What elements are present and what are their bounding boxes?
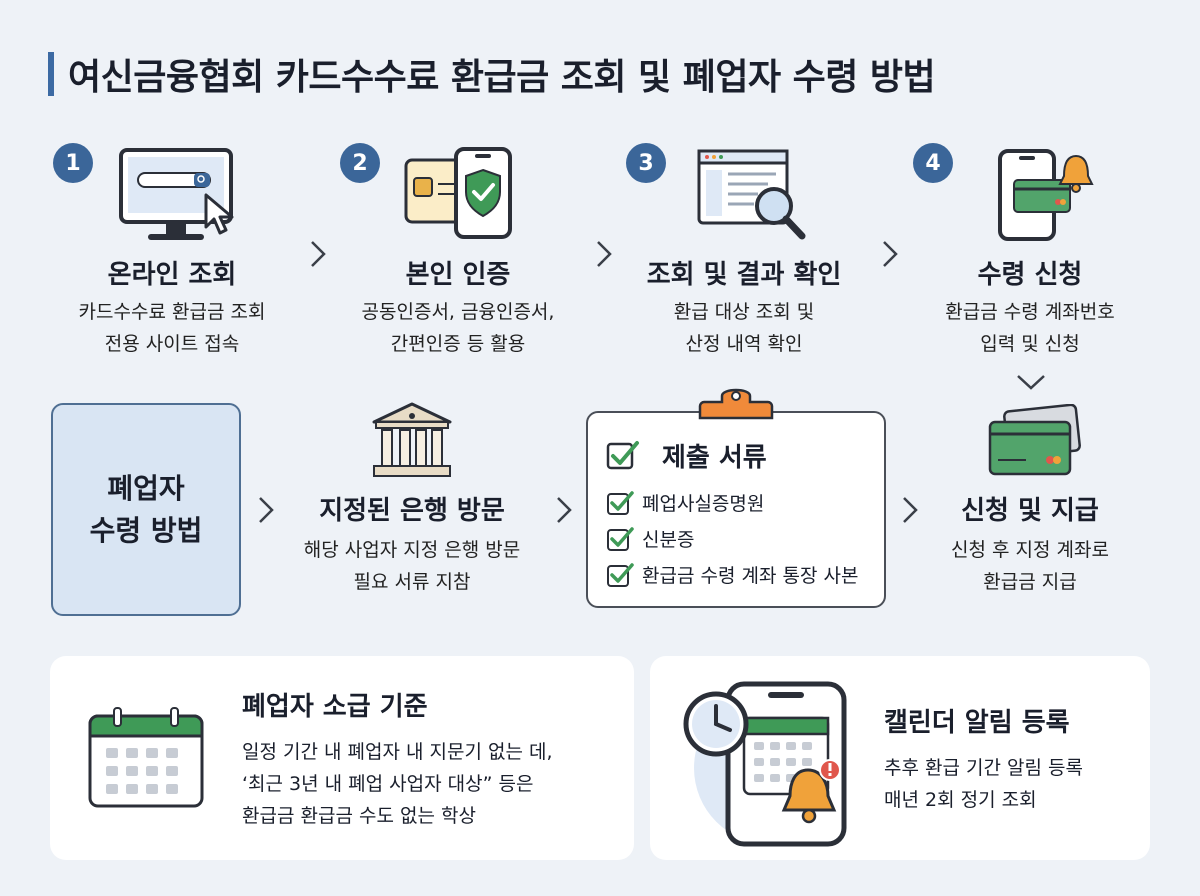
bank-step-desc: 해당 사업자 지정 은행 방문 필요 서류 지참 [280, 534, 544, 598]
closed-business-label: 폐업자 [107, 471, 185, 505]
chevron-down-icon [1017, 375, 1045, 390]
chevron-right-icon [311, 241, 326, 267]
document-item: 폐업사실증명원 [606, 489, 764, 516]
checkbox-checked-icon [606, 440, 639, 469]
checkbox-checked-icon [607, 562, 634, 587]
credit-cards-icon [988, 404, 1081, 476]
criteria-line: ‘최근 3년 내 폐업 사업자 대상” 등은 [242, 773, 534, 795]
payout-desc-line: 신청 후 지정 계좌로 [951, 539, 1109, 561]
step-4-desc-line: 입력 및 신청 [980, 333, 1080, 355]
documents-heading: 제출 서류 [606, 437, 767, 474]
chevron-right-icon [883, 241, 898, 267]
step-4-number: 4 [913, 143, 953, 183]
document-item-label: 신분증 [642, 529, 695, 551]
step-4-desc-line: 환급금 수령 계좌번호 [945, 301, 1115, 323]
browser-magnifier-icon [697, 149, 806, 240]
step-3-desc-line: 산정 내역 확인 [685, 333, 803, 355]
chevron-right-icon [259, 497, 274, 523]
calendar-alert-line: 추후 환급 기간 알림 등록 [884, 757, 1083, 779]
calendar-icon [88, 707, 204, 808]
step-1-number: 1 [53, 143, 93, 183]
calendar-alert-title: 캘린더 알림 등록 [884, 708, 1070, 738]
payout-desc-line: 환급금 지급 [983, 571, 1077, 593]
step-4-desc: 환급금 수령 계좌번호 입력 및 신청 [900, 296, 1160, 360]
document-item: 신분증 [606, 525, 694, 552]
bank-step-title: 지정된 은행 방문 [319, 496, 505, 526]
criteria-text: 일정 기간 내 폐업자 내 지문기 없는 데, ‘최근 3년 내 폐업 사업자 … [242, 736, 553, 832]
payout-desc: 신청 후 지정 계좌로 환급금 지급 [900, 534, 1160, 598]
step-2-desc-line: 공동인증서, 금융인증서, [361, 301, 555, 323]
documents-title: 제출 서류 [662, 443, 767, 473]
step-4-title: 수령 신청 [977, 260, 1083, 290]
bank-icon [372, 402, 452, 477]
monitor-search-icon [119, 148, 234, 240]
step-2-title: 본인 인증 [405, 260, 511, 290]
document-item: 환급금 수령 계좌 통장 사본 [606, 561, 858, 588]
calendar-alert-card: 캘린더 알림 등록 추후 환급 기간 알림 등록 매년 2회 정기 조회 [650, 656, 1150, 860]
calendar-alert-text: 추후 환급 기간 알림 등록 매년 2회 정기 조회 [884, 752, 1083, 816]
step-3-desc: 환급 대상 조회 및 산정 내역 확인 [614, 296, 874, 360]
closed-business-label: 수령 방법 [89, 513, 203, 547]
chevron-right-icon [557, 497, 572, 523]
criteria-title: 폐업자 소급 기준 [242, 692, 428, 722]
bank-step-desc-line: 해당 사업자 지정 은행 방문 [303, 539, 521, 561]
page-title: 여신금융협회 카드수수료 환급금 조회 및 폐업자 수령 방법 [68, 57, 936, 98]
step-1-desc-line: 카드수수료 환급금 조회 [78, 301, 266, 323]
step-2-desc-line: 간편인증 등 활용 [390, 333, 526, 355]
step-1-desc: 카드수수료 환급금 조회 전용 사이트 접속 [42, 296, 302, 360]
phone-calendar-bell-icon [683, 681, 847, 847]
checkbox-checked-icon [607, 490, 634, 515]
payout-title: 신청 및 지급 [961, 496, 1099, 526]
step-2-desc: 공동인증서, 금융인증서, 간편인증 등 활용 [328, 296, 588, 360]
criteria-line: 일정 기간 내 폐업자 내 지문기 없는 데, [242, 741, 553, 763]
criteria-card: 폐업자 소급 기준 일정 기간 내 폐업자 내 지문기 없는 데, ‘최근 3년… [50, 656, 634, 860]
documents-card: 제출 서류 폐업사실증명원 신분증 환급금 수령 계좌 통장 사본 [586, 411, 886, 608]
step-1-desc-line: 전용 사이트 접속 [104, 333, 240, 355]
document-item-label: 환급금 수령 계좌 통장 사본 [642, 565, 859, 587]
title-accent-bar [48, 52, 54, 96]
step-3-number: 3 [626, 143, 666, 183]
closed-business-box: 폐업자 수령 방법 [51, 403, 241, 616]
step-2-number: 2 [340, 143, 380, 183]
document-item-label: 폐업사실증명원 [642, 493, 765, 515]
bank-step-desc-line: 필요 서류 지참 [353, 571, 471, 593]
clipboard-clip-icon [698, 388, 774, 420]
chevron-right-icon [597, 241, 612, 267]
chevron-right-icon [903, 497, 918, 523]
calendar-alert-line: 매년 2회 정기 조회 [884, 789, 1037, 811]
phone-shield-icon [404, 147, 512, 239]
step-3-desc-line: 환급 대상 조회 및 [673, 301, 815, 323]
criteria-line: 환급금 환급금 수도 없는 학상 [242, 805, 476, 827]
phone-card-bell-icon [998, 149, 1094, 241]
step-3-title: 조회 및 결과 확인 [646, 260, 842, 290]
checkbox-checked-icon [607, 526, 634, 551]
step-1-title: 온라인 조회 [107, 260, 237, 290]
